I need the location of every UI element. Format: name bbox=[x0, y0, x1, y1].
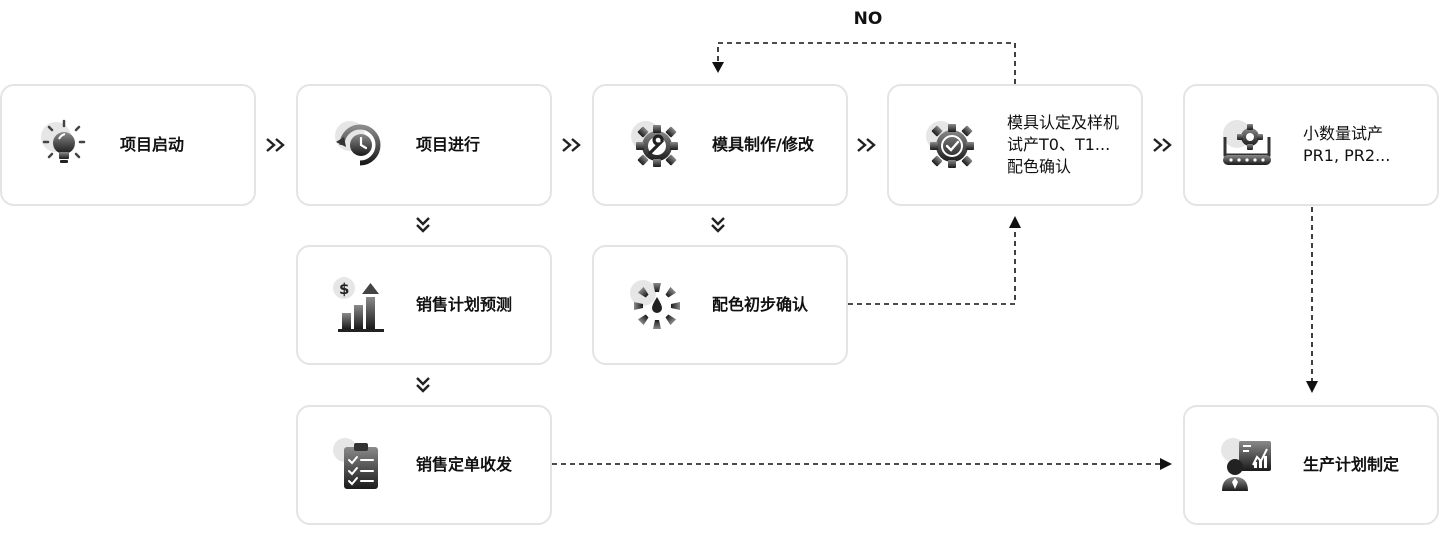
node-project-progress: 项目进行 bbox=[296, 84, 552, 206]
node-sales-forecast: $ 销售计划预测 bbox=[296, 245, 552, 365]
node-small-batch-trial: 小数量试产 PR1, PR2... bbox=[1183, 84, 1439, 206]
gear-wrench-icon bbox=[626, 115, 686, 175]
node-color-preliminary: 配色初步确认 bbox=[592, 245, 848, 365]
chevron-down-icon bbox=[415, 216, 431, 234]
node-label: 模具认定及样机 试产T0、T1... 配色确认 bbox=[1007, 113, 1120, 176]
conveyor-gear-icon bbox=[1217, 115, 1277, 175]
trial-to-plan-arrowhead bbox=[1306, 381, 1318, 393]
clipboard-checklist-icon bbox=[330, 435, 390, 495]
chevron-right-icon bbox=[1152, 137, 1174, 153]
chevron-down-icon bbox=[710, 216, 726, 234]
person-dashboard-icon bbox=[1217, 435, 1277, 495]
no-loop-arrowhead bbox=[712, 62, 724, 73]
node-mold-sample-approval: 模具认定及样机 试产T0、T1... 配色确认 bbox=[887, 84, 1143, 206]
color-wheel-drop-icon bbox=[626, 275, 686, 335]
node-label: 模具制作/修改 bbox=[712, 135, 814, 154]
node-label: 销售定单收发 bbox=[416, 455, 513, 474]
node-label: 项目启动 bbox=[120, 135, 185, 154]
node-label: 项目进行 bbox=[416, 135, 481, 154]
chevron-down-icon bbox=[415, 376, 431, 394]
color-to-sample-connector bbox=[848, 228, 1016, 305]
chevron-right-icon bbox=[265, 137, 287, 153]
orders-to-plan-arrowhead bbox=[1160, 458, 1172, 470]
node-label: 销售计划预测 bbox=[416, 295, 513, 314]
node-production-plan: 生产计划制定 bbox=[1183, 405, 1439, 525]
chevron-right-icon bbox=[856, 137, 878, 153]
node-sales-orders: 销售定单收发 bbox=[296, 405, 552, 525]
node-label: 生产计划制定 bbox=[1303, 455, 1400, 474]
node-label: 配色初步确认 bbox=[712, 295, 809, 314]
no-loop-connector bbox=[717, 42, 1016, 84]
color-to-sample-arrowhead bbox=[1009, 216, 1021, 228]
gear-check-icon bbox=[921, 115, 981, 175]
dollar-chart-icon: $ bbox=[330, 275, 390, 335]
node-label: 小数量试产 PR1, PR2... bbox=[1303, 124, 1391, 165]
clock-refresh-icon bbox=[330, 115, 390, 175]
node-mold-making: 模具制作/修改 bbox=[592, 84, 848, 206]
chevron-right-icon bbox=[561, 137, 583, 153]
node-project-start: 项目启动 bbox=[0, 84, 256, 206]
svg-text:$: $ bbox=[339, 280, 349, 298]
lightbulb-icon bbox=[34, 115, 94, 175]
no-label: NO bbox=[853, 9, 883, 29]
